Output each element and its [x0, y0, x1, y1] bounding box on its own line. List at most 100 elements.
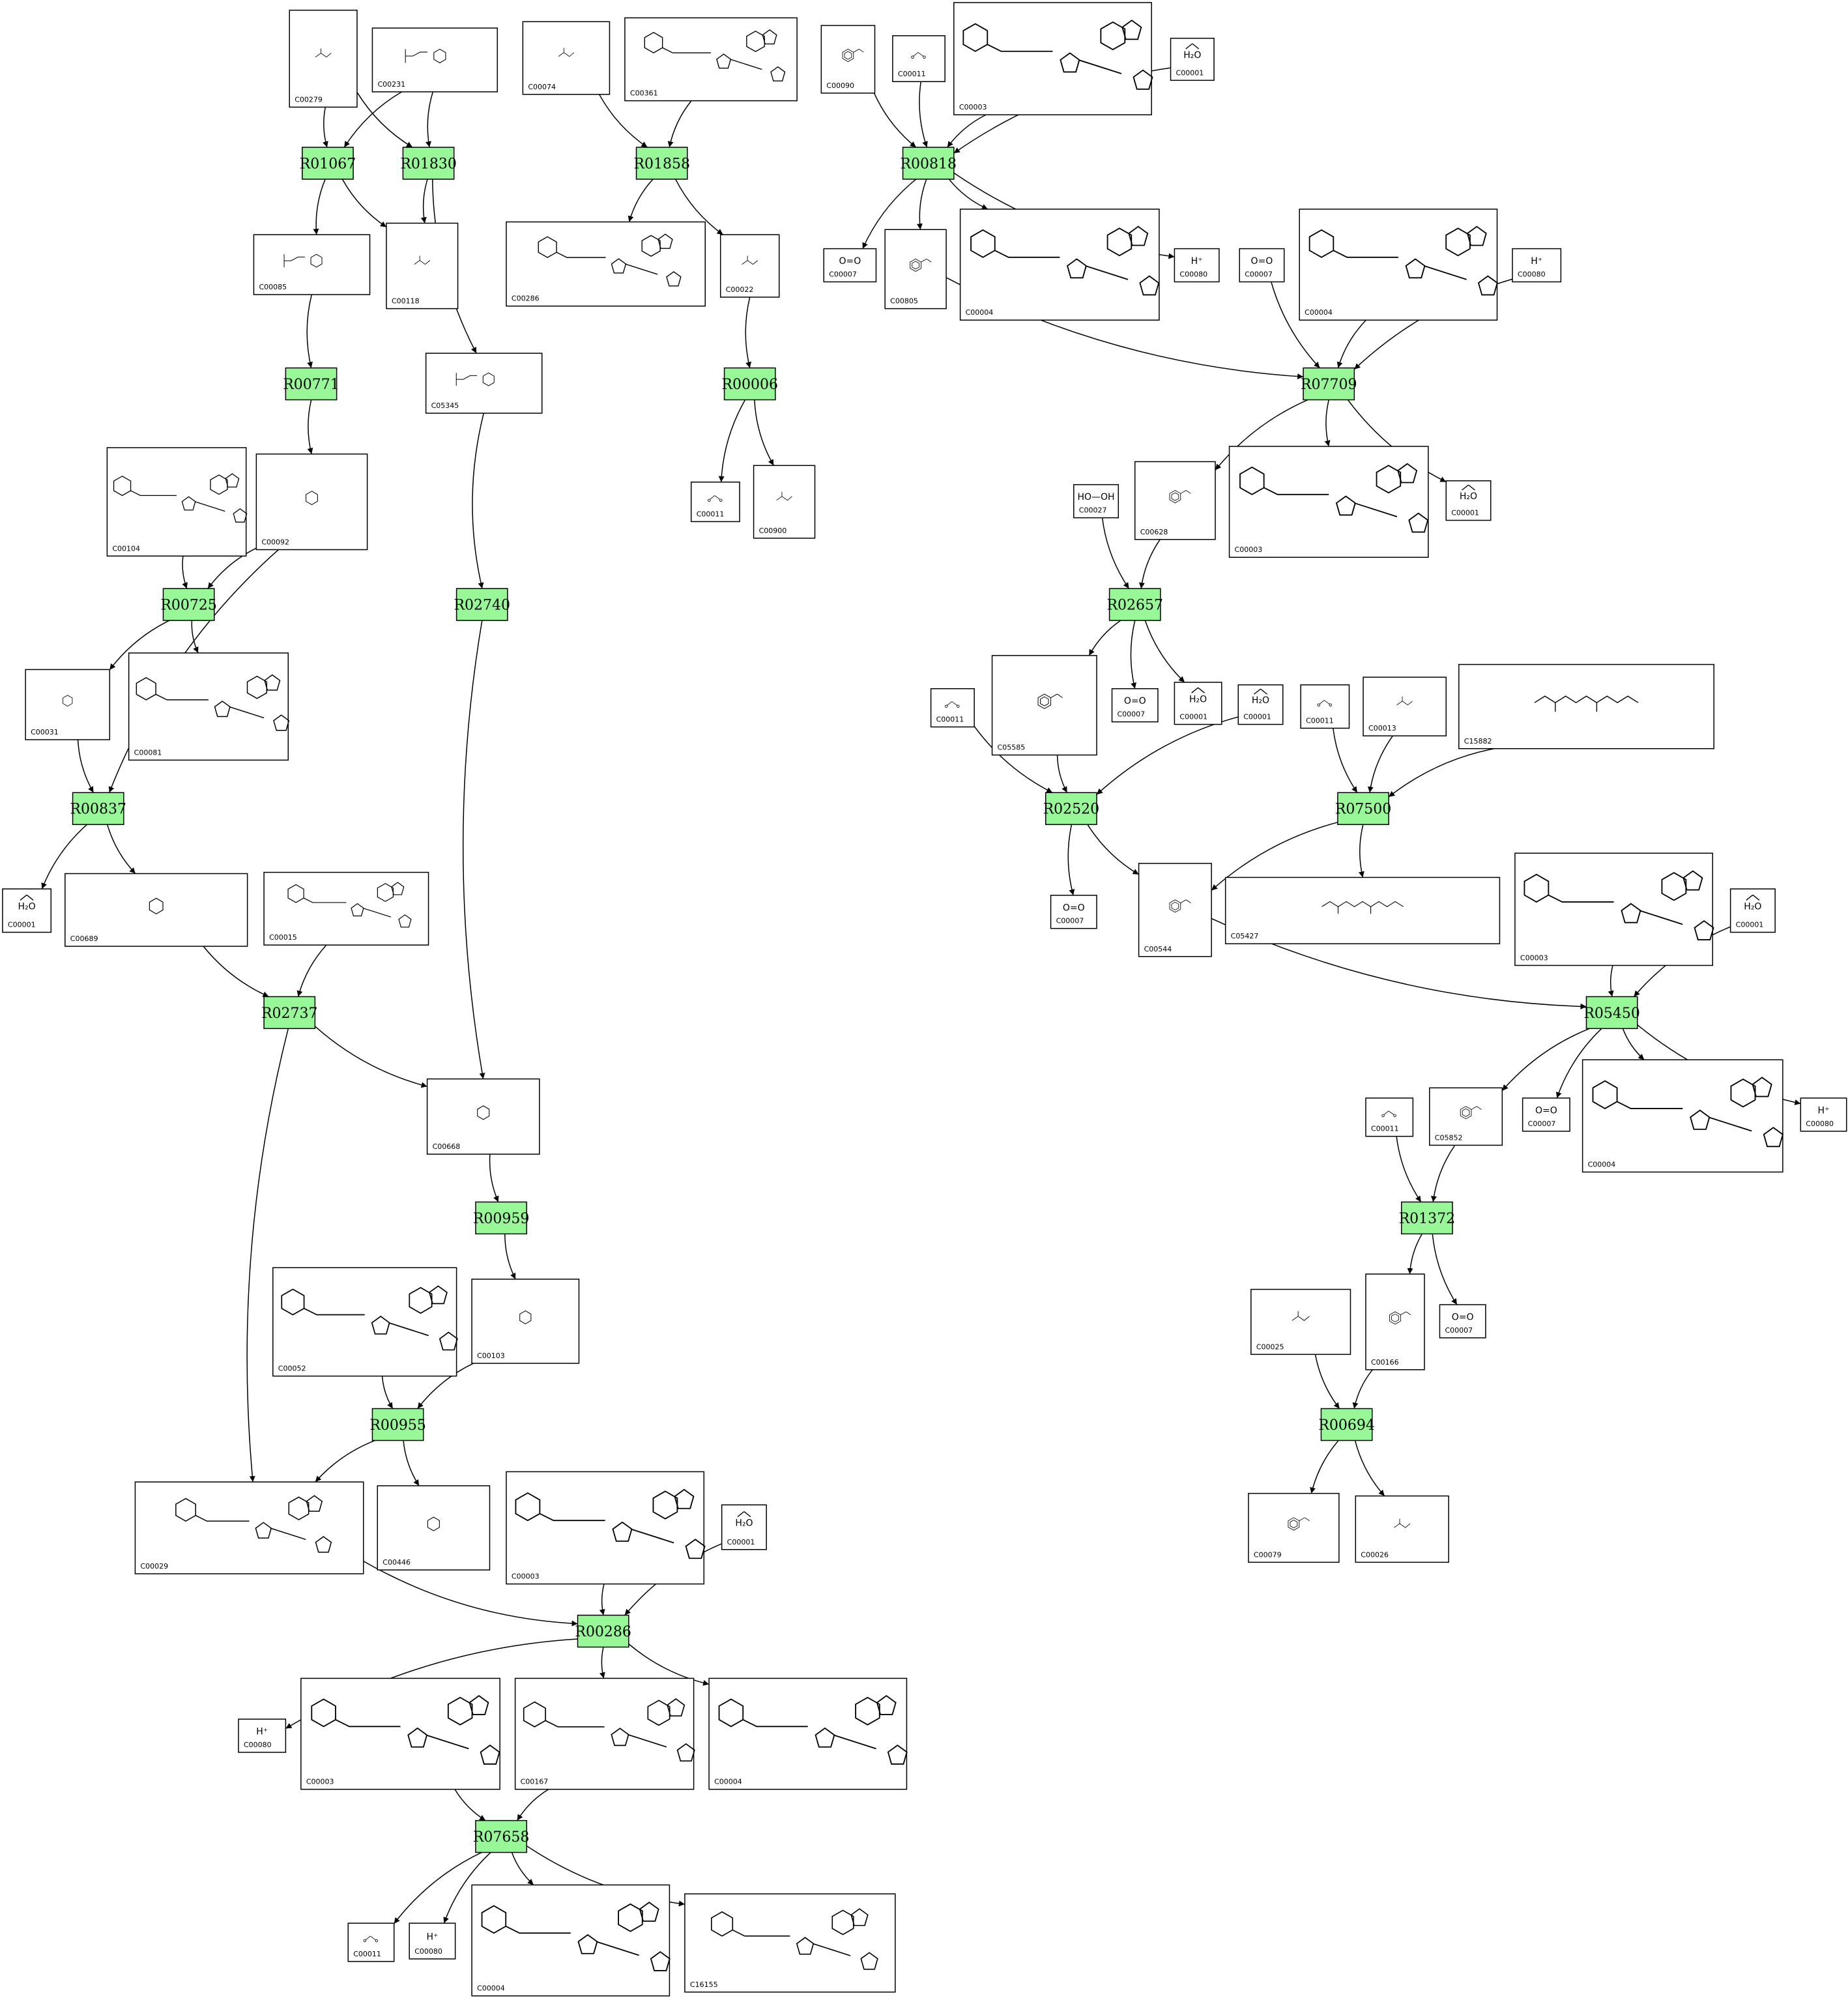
reaction-box[interactable] — [162, 588, 215, 621]
compound-c00167[interactable]: C00167 — [514, 1677, 695, 1790]
compound-box[interactable] — [1458, 663, 1714, 749]
compound-box[interactable] — [106, 447, 247, 557]
compound-box[interactable] — [409, 1922, 456, 1960]
compound-c00279[interactable]: C00279 — [289, 9, 358, 108]
compound-box[interactable] — [506, 221, 706, 307]
compound-c00003_b[interactable]: C00003 — [1228, 446, 1429, 558]
compound-c00003_d[interactable]: C00003 — [506, 1471, 706, 1585]
compound-c16155[interactable]: C16155 — [684, 1893, 896, 1993]
compound-c00080_a[interactable]: H⁺C00080 — [1174, 248, 1220, 283]
reaction-box[interactable] — [1337, 792, 1389, 825]
compound-c00079[interactable]: C00079 — [1248, 1492, 1340, 1563]
compound-c00004_b[interactable]: C00004 — [1299, 209, 1498, 321]
compound-box[interactable] — [892, 35, 946, 82]
reaction-r02657[interactable]: R02657 — [1106, 588, 1163, 621]
compound-box[interactable] — [1228, 446, 1429, 558]
compound-c00544[interactable]: C00544 — [1138, 863, 1212, 957]
compound-c00689[interactable]: C00689 — [65, 873, 248, 947]
compound-c00104[interactable]: C00104 — [106, 447, 248, 557]
compound-c00052[interactable]: C00052 — [272, 1267, 458, 1377]
compound-box[interactable] — [1224, 877, 1501, 944]
reaction-r01067[interactable]: R01067 — [300, 147, 356, 180]
compound-box[interactable] — [289, 9, 358, 108]
reaction-r00006[interactable]: R00006 — [721, 367, 778, 401]
reaction-box[interactable] — [1108, 588, 1161, 621]
compound-box[interactable] — [134, 1481, 364, 1574]
compound-box[interactable] — [426, 1078, 540, 1155]
reaction-r00286[interactable]: R00286 — [575, 1614, 631, 1648]
compound-c00003_e[interactable]: C00003 — [300, 1677, 500, 1790]
compound-box[interactable] — [1581, 1059, 1783, 1173]
compound-c00004_a[interactable]: C00004 — [959, 209, 1160, 321]
compound-box[interactable] — [1250, 1288, 1351, 1355]
compound-c00004_e[interactable]: C00004 — [471, 1884, 671, 1997]
compound-box[interactable] — [820, 25, 876, 94]
compound-c00011_d[interactable]: C00011 — [1300, 684, 1350, 729]
compound-c00080_e[interactable]: H⁺C00080 — [409, 1922, 456, 1960]
compound-box[interactable] — [238, 1718, 287, 1753]
compound-box[interactable] — [953, 2, 1152, 115]
compound-box[interactable] — [386, 222, 459, 310]
compound-box[interactable] — [25, 669, 111, 740]
reaction-box[interactable] — [455, 588, 508, 621]
compound-c00092[interactable]: C00092 — [255, 453, 368, 551]
compound-box[interactable] — [1512, 248, 1562, 283]
compound-box[interactable] — [930, 688, 975, 728]
compound-box[interactable] — [300, 1677, 500, 1790]
compound-c15882[interactable]: C15882 — [1458, 663, 1714, 749]
compound-box[interactable] — [1445, 480, 1492, 521]
compound-c00118[interactable]: C00118 — [386, 222, 459, 310]
compound-box[interactable] — [514, 1677, 695, 1790]
compound-c05852[interactable]: C05852 — [1429, 1087, 1503, 1146]
reaction-box[interactable] — [1400, 1201, 1453, 1235]
compound-box[interactable] — [1170, 37, 1215, 81]
reaction-r01830[interactable]: R01830 — [400, 147, 457, 180]
compound-c00231[interactable]: C00231 — [371, 27, 498, 93]
compound-box[interactable] — [471, 1279, 580, 1364]
reaction-r01372[interactable]: R01372 — [1399, 1201, 1456, 1235]
compound-c00080_b[interactable]: H⁺C00080 — [1512, 248, 1562, 283]
compound-box[interactable] — [1237, 684, 1284, 725]
compound-box[interactable] — [1514, 852, 1714, 966]
compound-box[interactable] — [347, 1922, 395, 1962]
compound-c00090[interactable]: C00090 — [820, 25, 876, 94]
reaction-box[interactable] — [302, 147, 354, 180]
compound-c00031[interactable]: C00031 — [25, 669, 111, 740]
compound-box[interactable] — [1800, 1097, 1847, 1132]
compound-c00080_c[interactable]: H⁺C00080 — [1800, 1097, 1847, 1132]
compound-box[interactable] — [471, 1884, 671, 1997]
reaction-box[interactable] — [902, 147, 955, 180]
reaction-r00837[interactable]: R00837 — [70, 792, 126, 825]
compound-box[interactable] — [255, 453, 368, 551]
compound-box[interactable] — [1138, 863, 1212, 957]
reaction-box[interactable] — [475, 1201, 527, 1235]
reaction-r02737[interactable]: R02737 — [261, 996, 318, 1030]
reaction-box[interactable] — [475, 1819, 527, 1853]
compound-box[interactable] — [1439, 1304, 1486, 1339]
compound-box[interactable] — [1522, 1097, 1570, 1132]
compound-c00668[interactable]: C00668 — [426, 1078, 540, 1155]
compound-c00015[interactable]: C00015 — [263, 871, 429, 946]
reaction-r02740[interactable]: R02740 — [454, 588, 510, 621]
compound-box[interactable] — [1363, 676, 1447, 736]
reaction-box[interactable] — [72, 792, 124, 825]
reaction-box[interactable] — [285, 367, 338, 401]
compound-c00085[interactable]: C00085 — [253, 234, 371, 295]
compound-box[interactable] — [624, 17, 798, 102]
compound-c00103[interactable]: C00103 — [471, 1279, 580, 1364]
reaction-box[interactable] — [577, 1614, 629, 1648]
compound-box[interactable] — [272, 1267, 457, 1377]
compound-box[interactable] — [377, 1485, 491, 1571]
compound-c00025[interactable]: C00025 — [1250, 1288, 1351, 1355]
compound-c00166[interactable]: C00166 — [1365, 1273, 1425, 1370]
